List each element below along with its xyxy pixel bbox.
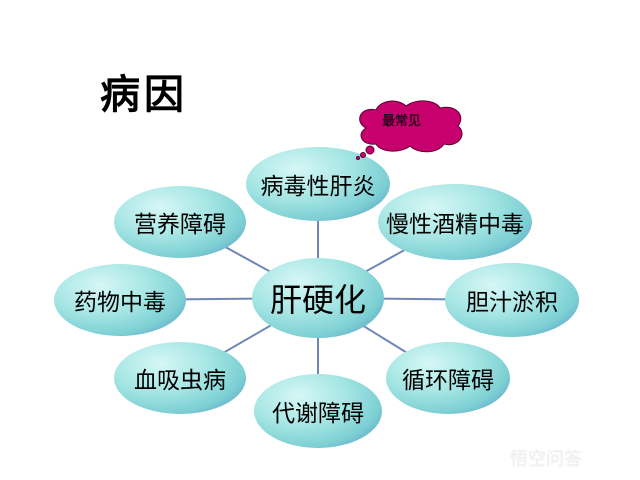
node-circulatory: 循环障碍 [386,342,510,414]
node-viral-hepatitis: 病毒性肝炎 [246,147,390,221]
node-alcoholism: 慢性酒精中毒 [378,184,532,260]
node-malnutrition: 营养障碍 [114,186,246,258]
watermark: 悟空问答 [510,449,582,470]
node-cirrhosis: 肝硬化 [252,258,384,338]
node-drug-poisoning: 药物中毒 [54,264,186,336]
page-title: 病因 [100,71,188,118]
node-metabolic: 代谢障碍 [254,374,382,448]
callout-text: 最常见 [382,114,422,129]
node-schistosomiasis: 血吸虫病 [114,342,246,414]
callout-cloud-icon [356,100,463,160]
node-cholestasis: 胆汁淤积 [445,263,579,337]
